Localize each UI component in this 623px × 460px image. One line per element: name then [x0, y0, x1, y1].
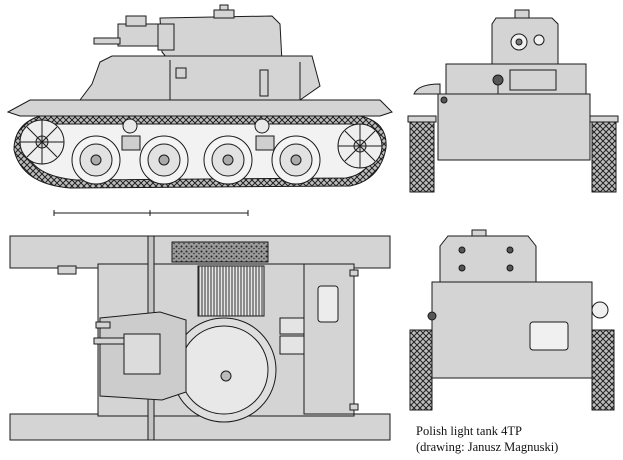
caption-credit: (drawing: Janusz Magnuski)	[416, 440, 559, 454]
caption-title: Polish light tank 4TP	[416, 424, 522, 438]
front-view	[407, 9, 619, 193]
side-upper-hull	[79, 55, 321, 101]
top-gun-barrel	[93, 337, 125, 345]
front-right-track	[591, 117, 617, 193]
front-lower-hull	[437, 93, 591, 161]
top-track-right-fender	[9, 413, 391, 441]
rear-turret	[439, 235, 537, 283]
rear-right-track	[591, 329, 615, 411]
side-sprocket-wheel	[19, 119, 65, 165]
top-view	[9, 235, 391, 441]
side-turret-hatch	[213, 9, 235, 19]
front-left-track	[409, 117, 435, 193]
side-fender	[6, 99, 393, 117]
side-gun-barrel	[93, 37, 121, 45]
rear-left-track	[409, 329, 433, 411]
side-view	[6, 4, 393, 189]
side-turret-mantlet	[117, 23, 161, 47]
top-engine-vent	[197, 265, 265, 317]
scale-bar	[53, 210, 249, 216]
side-idler-wheel	[337, 123, 383, 169]
top-engine-grille	[171, 241, 269, 263]
rear-view	[409, 229, 615, 411]
caption: Polish light tank 4TP (drawing: Janusz M…	[416, 423, 558, 455]
side-road-wheels	[71, 135, 321, 185]
